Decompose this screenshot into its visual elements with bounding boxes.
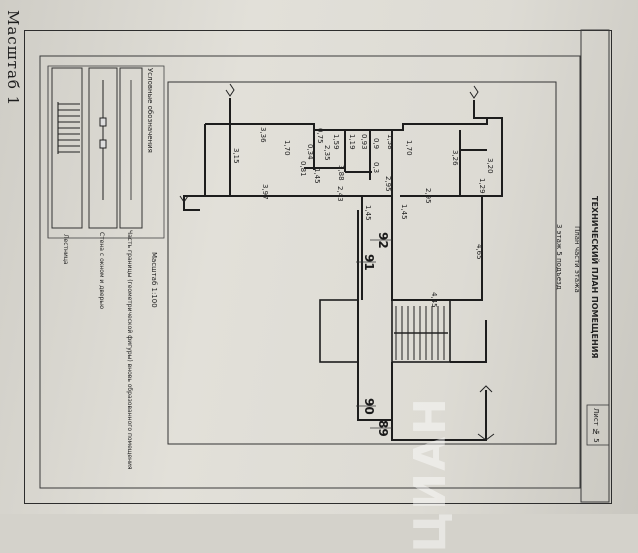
title-heading: ТЕХНИЧЕСКИЙ ПЛАН ПОМЕЩЕНИЯ <box>590 196 599 359</box>
floor-plan <box>39 29 610 503</box>
scale-caption: Масштаб 1 <box>4 10 22 107</box>
legend-wall-symbol <box>99 80 107 200</box>
legend-wall-box <box>88 67 118 229</box>
dim: 0,93 <box>360 134 368 150</box>
title-line3: 3 этаж 5 подъезд <box>555 224 563 290</box>
sheet-box <box>586 404 610 446</box>
dim: 1,19 <box>348 134 356 150</box>
room-number: 89 <box>376 420 390 437</box>
legend-title: Условные обозначения <box>146 68 154 153</box>
legend-stair-hatch <box>57 102 80 154</box>
legend-item-wall: Стена с окном и дверью <box>98 232 105 309</box>
plan-boundary <box>167 81 557 445</box>
dim: 0,75 <box>316 128 324 144</box>
room-number: 90 <box>362 398 376 415</box>
room-number: 91 <box>362 254 376 271</box>
dim: 2,95 <box>424 188 432 204</box>
dim: 2,43 <box>336 186 344 202</box>
dim: 1,29 <box>478 178 486 194</box>
watermark: ЦИАН <box>405 396 456 553</box>
sheet-frame <box>24 30 612 504</box>
title-strip <box>580 29 610 503</box>
stair-treads <box>394 306 448 360</box>
dim: 0,34 <box>306 144 314 160</box>
legend-boundary-box <box>119 67 143 229</box>
dim: 0,9 <box>372 138 380 150</box>
dim: 1,45 <box>400 204 408 220</box>
legend-item-boundary: Часть границы (геометрической фигуры) вн… <box>126 230 133 470</box>
sheet-number: Лист № 5 <box>592 408 600 443</box>
dim: 1,45 <box>313 168 321 184</box>
room-leaders <box>356 239 392 429</box>
dim: 1,70 <box>283 140 291 156</box>
dim: 1,59 <box>332 134 340 150</box>
legend-scale: Масштаб 1:100 <box>150 252 158 308</box>
title-line2: План части этажа <box>573 226 581 293</box>
dim: 1,70 <box>405 140 413 156</box>
dim: 0,81 <box>299 161 307 177</box>
plan-walls <box>183 98 503 441</box>
dim: 4,45 <box>430 292 438 308</box>
dim: 3,15 <box>232 148 240 164</box>
dim: 4,65 <box>475 244 483 260</box>
dim: 2,35 <box>323 145 331 161</box>
photo-background <box>0 0 638 514</box>
legend-stair-box <box>51 67 83 229</box>
break-marks <box>179 83 495 441</box>
dim: 3,26 <box>451 150 459 166</box>
dim: 1,45 <box>364 205 372 221</box>
dim: 3,36 <box>259 127 267 143</box>
dim: 3,88 <box>337 165 345 181</box>
dim: 2,95 <box>384 176 392 192</box>
room-number: 92 <box>376 232 390 249</box>
dim: 1,58 <box>386 134 394 150</box>
inner-frame <box>39 55 581 489</box>
legend-item-stair: Лестница <box>62 234 69 265</box>
dim: 3,97 <box>261 184 269 200</box>
dim: 0,3 <box>372 162 380 174</box>
dim: 3,20 <box>486 158 494 174</box>
